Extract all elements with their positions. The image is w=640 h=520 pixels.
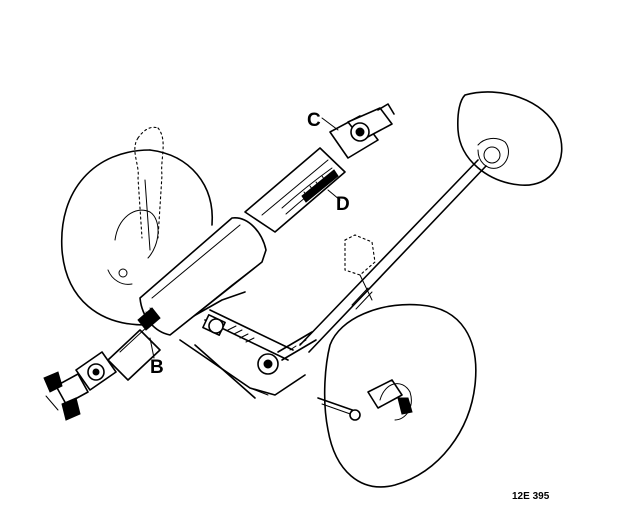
tie-rod-long [299, 159, 487, 353]
left-steering-knuckle [134, 126, 164, 251]
label-b: B [150, 357, 164, 378]
label-c: C [307, 110, 321, 131]
figure-reference: 12E 395 [512, 491, 550, 502]
label-d: D [336, 194, 350, 215]
inner-tie-rod [202, 309, 317, 375]
universal-joint-c [329, 103, 395, 159]
right-steering-arm [317, 379, 413, 421]
left-wheel [60, 149, 213, 326]
upper-right-wheel [457, 91, 563, 186]
right-wheel [323, 234, 477, 488]
lower-intermediate-shaft [43, 307, 161, 421]
upper-steering-column [244, 147, 346, 233]
leader-lines [149, 117, 341, 359]
